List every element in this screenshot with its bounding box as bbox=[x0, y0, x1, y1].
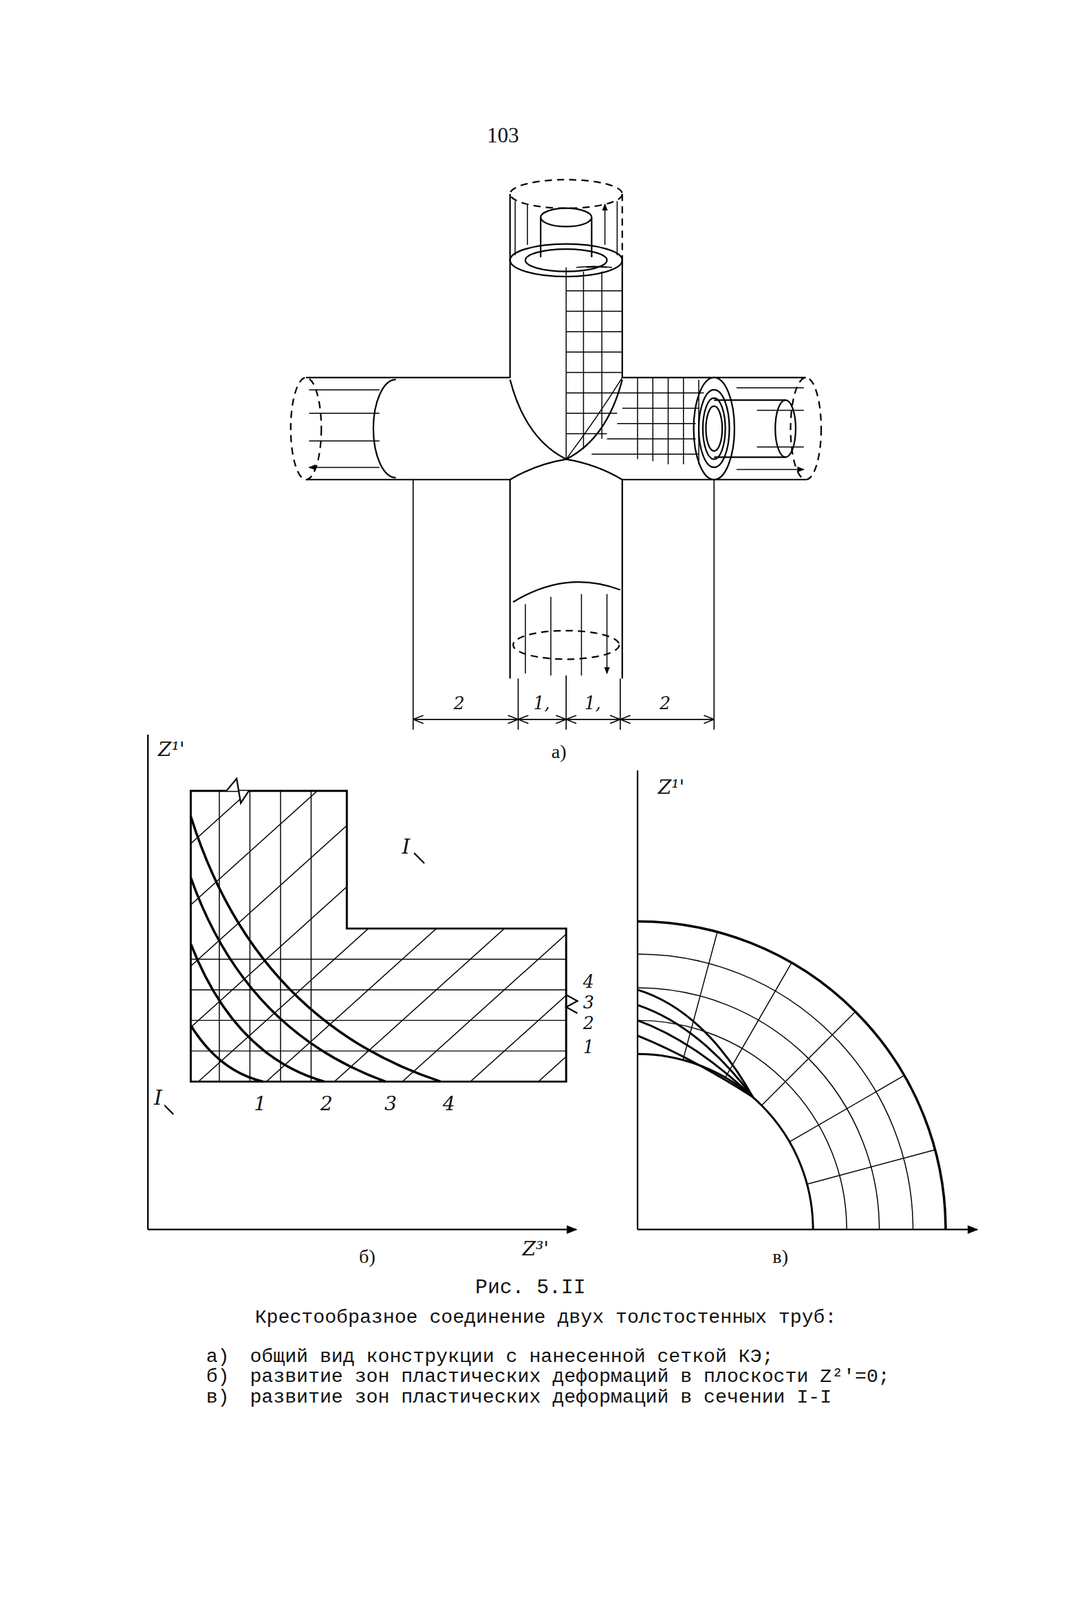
drawing-stroke bbox=[510, 479, 623, 679]
drawing-stroke bbox=[566, 266, 704, 465]
drawing-stroke bbox=[413, 718, 715, 721]
drawing-stroke bbox=[147, 734, 149, 1229]
zone-number: 1 bbox=[251, 1092, 269, 1115]
drawing-stroke bbox=[226, 778, 249, 804]
pipe-cross-view bbox=[290, 179, 822, 730]
dimension-label: 2 bbox=[657, 693, 673, 714]
drawing-stroke bbox=[702, 398, 726, 460]
drawing-stroke bbox=[513, 581, 621, 602]
drawing-stroke bbox=[736, 387, 804, 470]
drawing-stroke bbox=[637, 1035, 754, 1097]
drawing-stroke bbox=[621, 259, 624, 378]
list-letter: б) bbox=[204, 1365, 232, 1388]
drawing-stroke bbox=[637, 931, 936, 1230]
drawing-stroke bbox=[290, 377, 322, 480]
drawing-stroke bbox=[510, 459, 623, 481]
figure-letter: в) bbox=[770, 1245, 791, 1268]
list-item: общий вид конструкции с нанесенной сетко… bbox=[247, 1345, 776, 1368]
zone-number: 3 bbox=[581, 993, 597, 1014]
drawing-stroke bbox=[306, 377, 807, 480]
drawing-stroke bbox=[540, 217, 592, 258]
drawing-stroke bbox=[637, 1004, 754, 1097]
drawing-stroke bbox=[515, 200, 617, 256]
drawing-stroke bbox=[413, 479, 715, 730]
cross-section bbox=[637, 770, 978, 1229]
zone-number: 4 bbox=[581, 972, 597, 993]
page-number: 103 bbox=[484, 123, 522, 148]
drawing-stroke bbox=[637, 377, 699, 465]
drawing-stroke bbox=[308, 389, 379, 468]
axis-label: Z¹' bbox=[156, 738, 188, 761]
drawing-stroke bbox=[566, 994, 578, 1014]
list-item: развитие зон пластических деформаций в с… bbox=[247, 1386, 834, 1409]
drawing-stroke bbox=[147, 1228, 577, 1230]
drawing-stroke bbox=[413, 715, 715, 724]
section-mark: I bbox=[151, 1085, 165, 1110]
dimension-label: 1, bbox=[582, 693, 604, 714]
list-letter: а) bbox=[204, 1345, 232, 1368]
drawing-stroke bbox=[190, 943, 324, 1082]
figure-letter: а) bbox=[549, 740, 569, 763]
zone-number: 4 bbox=[440, 1092, 458, 1115]
figure-caption: Рис. 5.II bbox=[473, 1275, 588, 1300]
axis-label: Z¹' bbox=[656, 776, 688, 799]
axis-label: Z³' bbox=[519, 1237, 551, 1260]
drawing-stroke bbox=[576, 266, 613, 268]
drawing-stroke bbox=[566, 290, 623, 434]
dimension-label: 2 bbox=[451, 693, 467, 714]
drawing-stroke bbox=[698, 389, 730, 468]
drawing-stroke bbox=[509, 193, 511, 378]
drawing-stroke bbox=[190, 816, 441, 1082]
drawing-stroke bbox=[775, 400, 796, 458]
zone-number: 1 bbox=[581, 1037, 597, 1058]
drawing-stroke bbox=[540, 208, 592, 227]
drawing-stroke bbox=[413, 479, 715, 730]
drawing-stroke bbox=[637, 989, 754, 1097]
drawing-stroke bbox=[682, 931, 936, 1185]
drawing-stroke bbox=[510, 179, 623, 209]
drawing-stroke bbox=[637, 1228, 978, 1230]
drawing-stroke bbox=[525, 593, 608, 676]
drawing-stroke bbox=[636, 770, 639, 1229]
zone-number: 2 bbox=[581, 1013, 597, 1033]
zone-number: 3 bbox=[382, 1092, 399, 1115]
drawing-stroke bbox=[566, 377, 623, 460]
drawing-stroke bbox=[190, 790, 567, 1082]
drawing-stroke bbox=[190, 877, 386, 1082]
list-letter: в) bbox=[204, 1386, 232, 1409]
drawing-stroke bbox=[190, 816, 441, 1082]
drawing-stroke bbox=[705, 405, 723, 451]
section-mark: I bbox=[399, 834, 412, 859]
caption-heading: Крестообразное соединение двух толстосте… bbox=[253, 1306, 840, 1329]
drawing-stroke bbox=[621, 193, 624, 260]
dimension-label: 1, bbox=[531, 693, 553, 714]
list-item: развитие зон пластических деформаций в п… bbox=[247, 1365, 892, 1388]
drawing-stroke bbox=[373, 379, 397, 478]
zone-number: 2 bbox=[318, 1092, 335, 1115]
drawing-stroke bbox=[513, 630, 619, 660]
drawing-stroke bbox=[591, 392, 704, 454]
drawing-stroke bbox=[637, 989, 754, 1097]
figure-letter: б) bbox=[356, 1245, 378, 1268]
drawing-stroke bbox=[637, 921, 946, 1230]
drawing-stroke bbox=[565, 267, 567, 460]
drawing-stroke bbox=[637, 1019, 754, 1097]
drawing-stroke bbox=[219, 790, 311, 1082]
drawing-stroke bbox=[790, 377, 822, 480]
drawing-stroke bbox=[190, 1025, 263, 1082]
drawing-stroke bbox=[162, 852, 425, 1115]
